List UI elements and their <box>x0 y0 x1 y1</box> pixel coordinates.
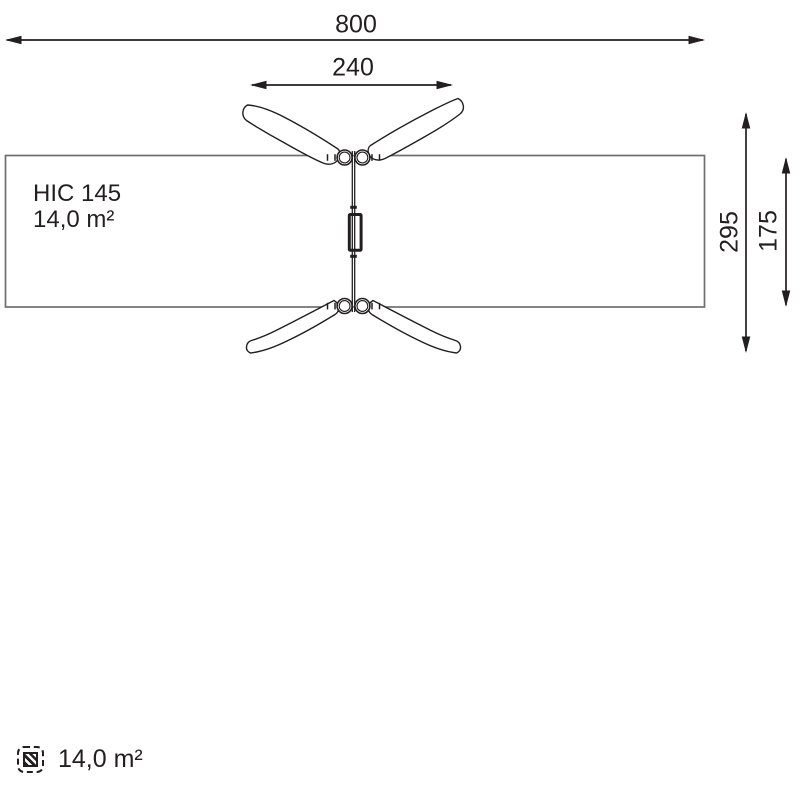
hinge-circle-inner <box>338 151 351 164</box>
arrowhead-down-icon <box>781 290 791 307</box>
dimension-equipment-width <box>250 80 453 90</box>
safety-zone-annotation: HIC 145 14,0 m² <box>33 181 121 233</box>
seesaw-plan <box>242 97 465 354</box>
beam-joint-lower <box>350 254 357 258</box>
hinge-circle-inner <box>338 300 351 312</box>
dimension-label-overall-depth: 295 <box>715 211 744 253</box>
hatch-swatch <box>23 752 38 767</box>
arrowhead-up-icon <box>781 157 791 174</box>
dimension-overall-depth <box>741 112 751 353</box>
dimension-zone-depth <box>781 157 791 307</box>
dimension-label-overall-width: 800 <box>335 10 377 39</box>
dimension-label-equipment-width: 240 <box>332 53 374 82</box>
beam-joint-upper <box>350 205 357 209</box>
hatched-area-icon <box>17 746 44 773</box>
arrowhead-right-icon <box>436 80 453 90</box>
arrowhead-right-icon <box>688 35 705 45</box>
hinge-circle-inner <box>356 300 369 312</box>
hinge-circle-inner <box>356 151 369 164</box>
zone-area-value: 14,0 m² <box>33 206 115 233</box>
arrowhead-left-icon <box>5 35 22 45</box>
seesaw-arm-bottom-right <box>367 299 462 354</box>
arrowhead-up-icon <box>741 112 751 129</box>
hic-value: HIC 145 <box>33 180 122 207</box>
dimension-overall-width <box>5 35 705 45</box>
hinge-tick-marks <box>326 154 381 310</box>
arrowhead-left-icon <box>250 80 267 90</box>
dimension-label-zone-depth: 175 <box>754 210 783 252</box>
arrowhead-down-icon <box>741 336 751 353</box>
legend-area-value: 14,0 m² <box>58 745 143 773</box>
seesaw-arm-top-right <box>367 97 465 161</box>
seesaw-arm-bottom-left <box>245 299 340 354</box>
legend: 14,0 m² <box>17 746 143 773</box>
seesaw-arm-top-left <box>242 104 341 165</box>
